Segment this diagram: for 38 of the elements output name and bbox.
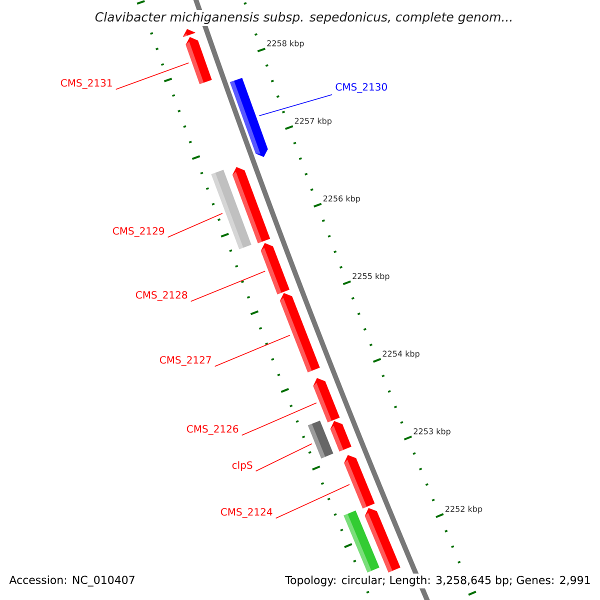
- gene-label: CMS_2129: [112, 227, 164, 237]
- scale-label: 2257 kbp: [294, 118, 332, 126]
- leader-line: [167, 213, 223, 238]
- gene-label: clpS: [232, 461, 252, 471]
- leader-line: [190, 270, 266, 302]
- gene-block: [364, 508, 400, 573]
- gene-block: [313, 378, 340, 422]
- gene-block: [308, 420, 334, 458]
- scale-label: 2254 kbp: [382, 350, 420, 358]
- leader-line: [255, 443, 312, 472]
- scale-label: 2255 kbp: [352, 272, 390, 281]
- gene-block: [280, 293, 320, 372]
- gene-label: CMS_2127: [160, 356, 211, 366]
- scale-label: 2253 kbp: [414, 428, 450, 436]
- gene-block: [232, 167, 270, 244]
- gene-block: [186, 37, 212, 84]
- gene-block: [330, 421, 352, 452]
- scale-label: 2258 kbp: [267, 40, 304, 48]
- footer-text: Accession: NC_010407: [7, 574, 138, 588]
- gene-block: [211, 170, 252, 250]
- title: Clavibacter michiganensis subsp. sepedonicus, complete genom...: [92, 10, 516, 26]
- gene-block: [230, 78, 268, 157]
- scale-label: 2252 kbp: [445, 506, 482, 514]
- gene-label: CMS_2130: [336, 83, 387, 93]
- scale-label: 2256 kbp: [323, 195, 360, 204]
- gene-label: CMS_2126: [186, 425, 238, 435]
- gene-block: [344, 455, 375, 508]
- gene-block: [260, 243, 290, 294]
- gene-label: CMS_2131: [60, 79, 112, 89]
- gene-label: CMS_2124: [220, 508, 272, 518]
- leader-line: [115, 62, 190, 90]
- gene-label: CMS_2128: [136, 291, 188, 301]
- leader-line: [275, 484, 350, 519]
- leader-line: [241, 402, 317, 436]
- leader-line: [214, 334, 290, 367]
- gene-block: [344, 510, 380, 573]
- leader-line: [258, 94, 332, 116]
- gene-block: [182, 29, 196, 38]
